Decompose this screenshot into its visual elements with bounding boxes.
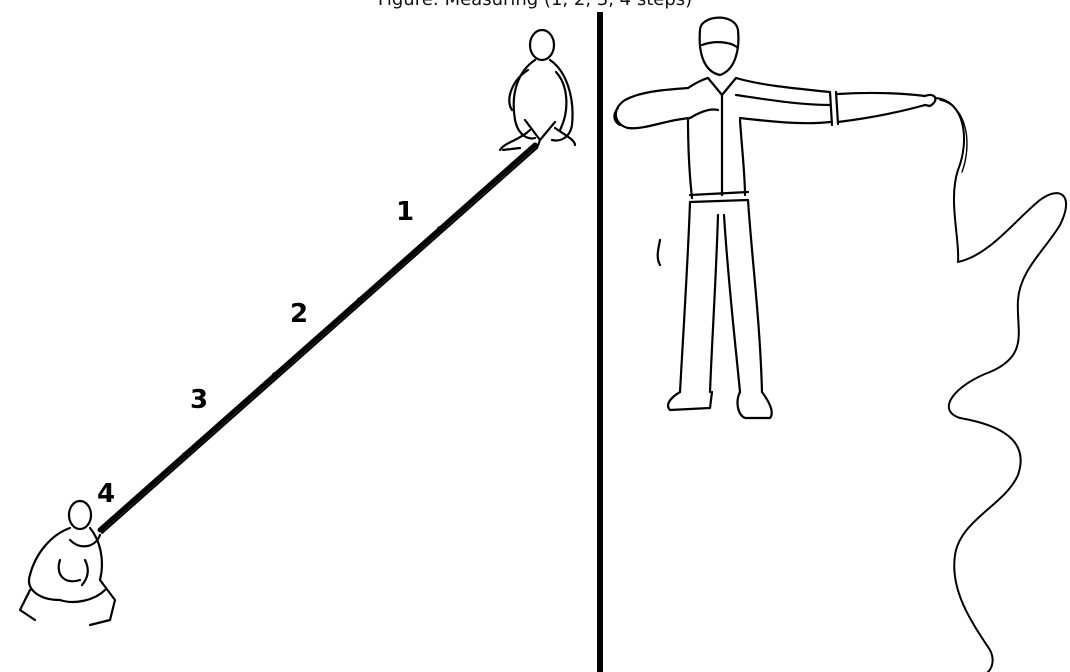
measuring-tape — [100, 145, 537, 533]
winding-rope — [935, 98, 1066, 672]
step-label-2: 2 — [290, 299, 308, 329]
seated-person-icon — [500, 30, 575, 150]
tape-mark — [272, 372, 278, 378]
tape-mark — [182, 452, 188, 458]
step-label-4: 4 — [97, 479, 115, 509]
right-panel — [614, 18, 1066, 672]
rope-strand — [940, 100, 967, 172]
step-label-1: 1 — [396, 197, 414, 227]
standing-person-icon — [614, 18, 935, 418]
left-panel: 1 2 3 4 — [20, 30, 575, 625]
tape-mark — [437, 226, 443, 232]
step-label-3: 3 — [190, 385, 208, 415]
crouching-person-icon — [20, 501, 115, 625]
tape-mark — [357, 297, 363, 303]
